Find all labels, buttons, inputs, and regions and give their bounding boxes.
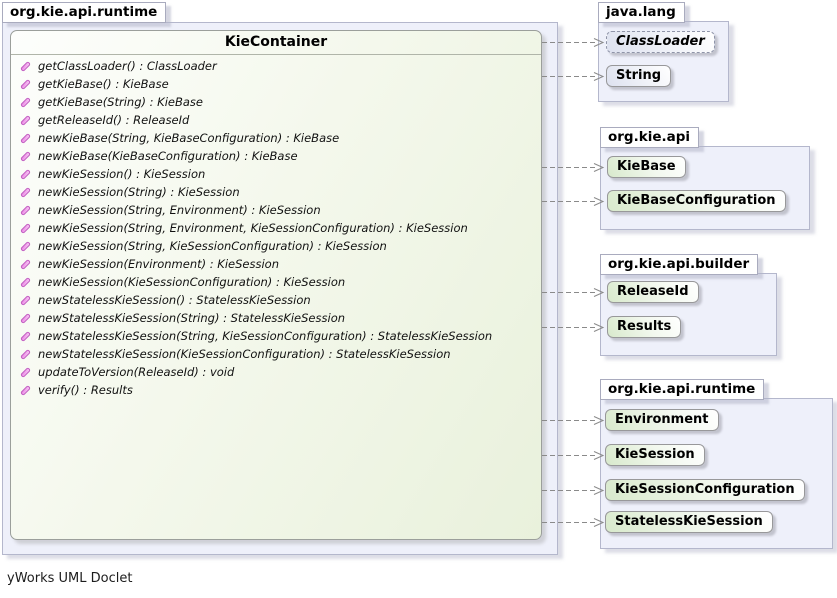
class-entry-environment[interactable]: Environment: [605, 409, 719, 431]
method-icon: [20, 151, 31, 161]
method-label: newKieSession(KieSessionConfiguration) :…: [38, 275, 346, 289]
footer-label: yWorks UML Doclet: [7, 571, 133, 586]
method-row[interactable]: newKieBase(String, KieBaseConfiguration)…: [19, 129, 541, 147]
method-row[interactable]: newKieSession() : KieSession: [19, 165, 541, 183]
method-icon: [20, 205, 31, 215]
method-label: updateToVersion(ReleaseId) : void: [38, 365, 235, 379]
method-label: newKieSession(String, KieSessionConfigur…: [38, 239, 387, 253]
method-label: newStatelessKieSession(String, KieSessio…: [38, 329, 493, 343]
method-label: getReleaseId() : ReleaseId: [38, 113, 190, 127]
method-icon: [20, 223, 31, 233]
method-icon: [20, 313, 31, 323]
package-tab-java-lang[interactable]: java.lang: [598, 2, 685, 23]
class-entry-kiebaseconfiguration[interactable]: KieBaseConfiguration: [607, 190, 786, 212]
method-row[interactable]: newKieSession(String, KieSessionConfigur…: [19, 237, 541, 255]
package-tab-org-kie-api-builder[interactable]: org.kie.api.builder: [600, 254, 759, 275]
package-tab-org-kie-api-runtime[interactable]: org.kie.api.runtime: [600, 379, 765, 400]
method-row[interactable]: newKieSession(KieSessionConfiguration) :…: [19, 273, 541, 291]
class-entry-string[interactable]: String: [606, 65, 672, 87]
method-label: newKieSession(Environment) : KieSession: [38, 257, 279, 271]
method-row[interactable]: newStatelessKieSession(String) : Statele…: [19, 309, 541, 327]
method-label: newStatelessKieSession(String) : Statele…: [38, 311, 346, 325]
method-icon: [20, 115, 31, 125]
method-row[interactable]: newKieBase(KieBaseConfiguration) : KieBa…: [19, 147, 541, 165]
class-entry-kiesessionconfiguration[interactable]: KieSessionConfiguration: [605, 479, 805, 501]
class-entry-classloader[interactable]: ClassLoader: [606, 31, 715, 53]
method-row[interactable]: updateToVersion(ReleaseId) : void: [19, 363, 541, 381]
method-row[interactable]: newKieSession(String) : KieSession: [19, 183, 541, 201]
method-icon: [20, 61, 31, 71]
class-entry-kiesession[interactable]: KieSession: [605, 444, 705, 466]
method-label: newKieBase(KieBaseConfiguration) : KieBa…: [38, 149, 298, 163]
class-entry-kiebase[interactable]: KieBase: [607, 156, 686, 178]
method-label: newKieSession(String) : KieSession: [38, 185, 240, 199]
method-label: getClassLoader() : ClassLoader: [38, 59, 217, 73]
class-entry-statelesskiesession[interactable]: StatelessKieSession: [605, 511, 773, 533]
method-list: getClassLoader() : ClassLoader getKieBas…: [11, 55, 541, 399]
method-row[interactable]: newStatelessKieSession(String, KieSessio…: [19, 327, 541, 345]
method-icon: [20, 295, 31, 305]
method-label: newStatelessKieSession(KieSessionConfigu…: [38, 347, 451, 361]
method-icon: [20, 241, 31, 251]
class-entry-results[interactable]: Results: [607, 316, 682, 338]
method-row[interactable]: verify() : Results: [19, 381, 541, 399]
method-row[interactable]: newStatelessKieSession(KieSessionConfigu…: [19, 345, 541, 363]
class-box-kiecontainer: KieContainer getClassLoader() : ClassLoa…: [10, 30, 542, 540]
method-icon: [20, 367, 31, 377]
method-row[interactable]: getClassLoader() : ClassLoader: [19, 57, 541, 75]
method-row[interactable]: newKieSession(String, Environment, KieSe…: [19, 219, 541, 237]
method-icon: [20, 385, 31, 395]
method-icon: [20, 349, 31, 359]
method-label: newKieBase(String, KieBaseConfiguration)…: [38, 131, 340, 145]
method-label: verify() : Results: [38, 383, 133, 397]
method-icon: [20, 277, 31, 287]
method-row[interactable]: newKieSession(String, Environment) : Kie…: [19, 201, 541, 219]
method-label: getKieBase() : KieBase: [38, 77, 169, 91]
method-row[interactable]: newStatelessKieSession() : StatelessKieS…: [19, 291, 541, 309]
method-label: newKieSession(String, Environment, KieSe…: [38, 221, 468, 235]
method-icon: [20, 79, 31, 89]
method-icon: [20, 187, 31, 197]
class-entry-releaseid[interactable]: ReleaseId: [607, 281, 699, 303]
method-row[interactable]: getReleaseId() : ReleaseId: [19, 111, 541, 129]
method-icon: [20, 169, 31, 179]
method-label: newKieSession() : KieSession: [38, 167, 206, 181]
method-row[interactable]: getKieBase(String) : KieBase: [19, 93, 541, 111]
method-label: newKieSession(String, Environment) : Kie…: [38, 203, 321, 217]
method-label: getKieBase(String) : KieBase: [38, 95, 203, 109]
package-tab-org-kie-api-runtime-root[interactable]: org.kie.api.runtime: [2, 2, 167, 23]
method-label: newStatelessKieSession() : StatelessKieS…: [38, 293, 311, 307]
method-icon: [20, 97, 31, 107]
method-icon: [20, 331, 31, 341]
method-icon: [20, 133, 31, 143]
package-tab-org-kie-api[interactable]: org.kie.api: [600, 127, 700, 148]
method-row[interactable]: newKieSession(Environment) : KieSession: [19, 255, 541, 273]
method-icon: [20, 259, 31, 269]
class-title: KieContainer: [11, 31, 541, 55]
method-row[interactable]: getKieBase() : KieBase: [19, 75, 541, 93]
